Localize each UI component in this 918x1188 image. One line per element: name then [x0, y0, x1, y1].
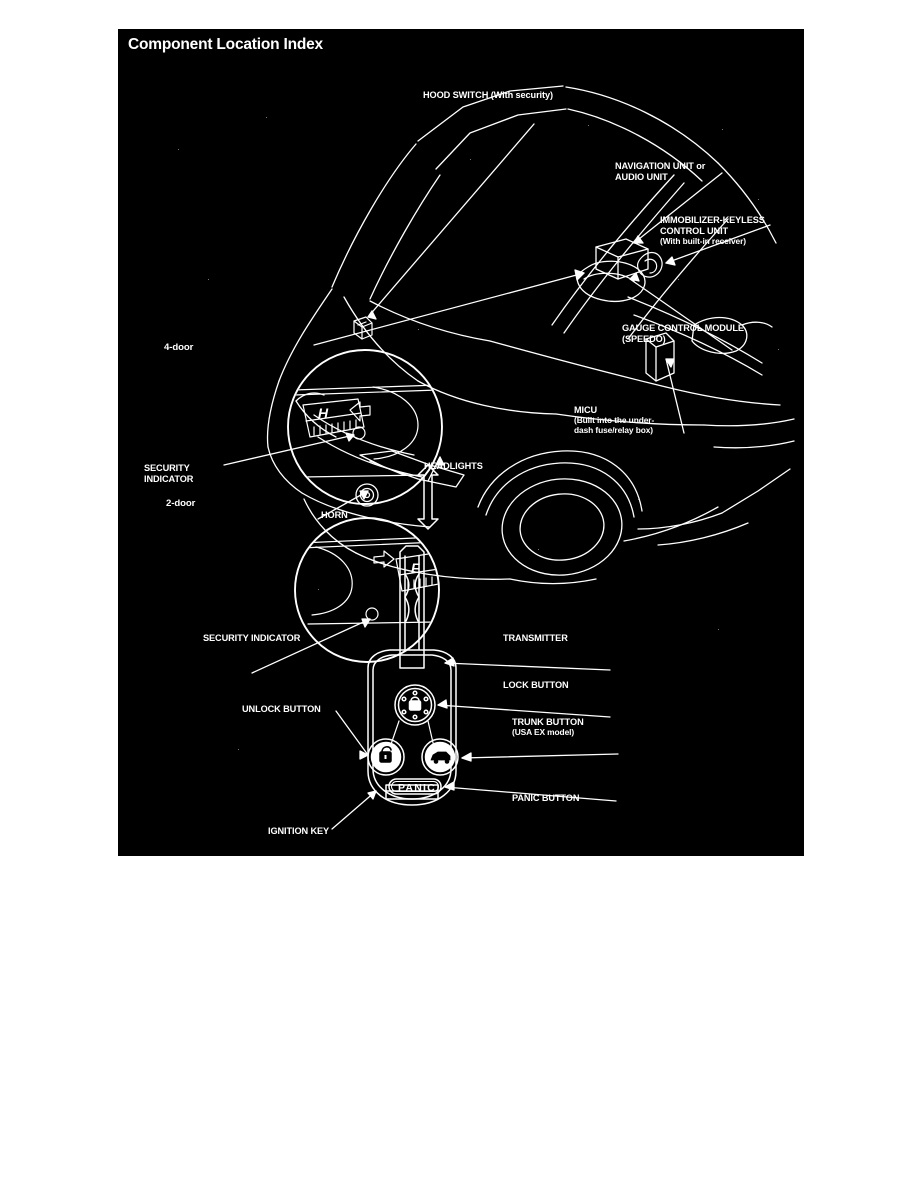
key-fob-drawing	[367, 545, 459, 806]
label-security-indicator-top-line2: INDICATOR	[144, 474, 194, 484]
label-headlights: HEADLIGHTS	[424, 461, 483, 471]
detail-circle-2door	[294, 517, 440, 663]
honda-badge-letter-4door: H	[318, 405, 329, 421]
label-2-door: 2-door	[166, 498, 196, 509]
scan-speckle	[318, 589, 319, 590]
label-trunk-button-line2: (USA EX model)	[512, 727, 575, 737]
label-lock-button: LOCK BUTTON	[503, 680, 569, 690]
scan-speckle	[208, 279, 209, 280]
label-hood-switch: HOOD SWITCH (With security)	[423, 90, 553, 100]
detail-4door-content	[293, 384, 439, 478]
label-gauge-control-module-line1: GAUGE CONTROL MODULE	[622, 323, 744, 333]
diagram-line-art: H F	[223, 85, 795, 830]
label-immobilizer-line1: IMMOBILIZER-KEYLESS	[660, 215, 765, 225]
detail-circle-4door	[287, 349, 443, 505]
panic-button-text: PANIC	[398, 782, 436, 794]
car-body-outline	[266, 85, 795, 585]
component-location-figure: Component Location Index	[118, 29, 804, 856]
label-security-indicator-top-line1: SECURITY	[144, 463, 190, 473]
speedo-badge-letter-2door: F	[411, 560, 420, 576]
scan-speckle	[238, 749, 239, 750]
scan-speckle	[538, 549, 539, 550]
hood-switch-component	[353, 316, 373, 340]
micu-component	[645, 332, 675, 382]
label-micu-line2: (Built into the under-	[574, 415, 655, 425]
navigation-unit-component	[595, 238, 649, 280]
label-immobilizer-line3: (With built-in receiver)	[660, 236, 746, 246]
gauge-control-module-component	[576, 260, 646, 302]
double-arrow-icon	[417, 464, 439, 530]
label-gauge-control-module-line2: (SPEEDO)	[622, 334, 666, 344]
scan-speckle	[418, 329, 419, 330]
leader-lines-car	[313, 123, 771, 520]
label-immobilizer-line2: CONTROL UNIT	[660, 226, 729, 236]
label-navigation-unit-line1: NAVIGATION UNIT or	[615, 161, 706, 171]
immobilizer-control-unit-component	[636, 251, 663, 278]
leader-lines-keyfob	[331, 657, 619, 830]
label-navigation-unit-line2: AUDIO UNIT	[615, 172, 668, 182]
label-ignition-key: IGNITION KEY	[268, 826, 330, 836]
scan-speckle	[638, 499, 639, 500]
label-transmitter: TRANSMITTER	[503, 633, 568, 643]
leader-lines-indicators	[223, 432, 371, 674]
label-micu-line3: dash fuse/relay box)	[574, 425, 653, 435]
label-unlock-button: UNLOCK BUTTON	[242, 704, 321, 714]
label-micu-line1: MICU	[574, 405, 598, 415]
scan-speckle	[588, 125, 589, 126]
label-horn: HORN	[321, 510, 348, 520]
scan-speckle	[722, 129, 723, 130]
label-security-indicator-bottom: SECURITY INDICATOR	[203, 633, 301, 643]
scan-speckle	[758, 199, 759, 200]
scan-speckle	[778, 349, 779, 350]
scan-speckle	[178, 149, 179, 150]
label-4-door: 4-door	[164, 342, 194, 353]
scan-speckle	[678, 279, 679, 280]
label-panic-button: PANIC BUTTON	[512, 793, 580, 803]
scan-speckle	[718, 629, 719, 630]
scan-speckle	[266, 117, 267, 118]
page-title: Component Location Index	[128, 36, 323, 53]
scan-speckle	[470, 159, 471, 160]
detail-2door-content	[299, 536, 438, 625]
label-trunk-button-line1: TRUNK BUTTON	[512, 717, 584, 727]
